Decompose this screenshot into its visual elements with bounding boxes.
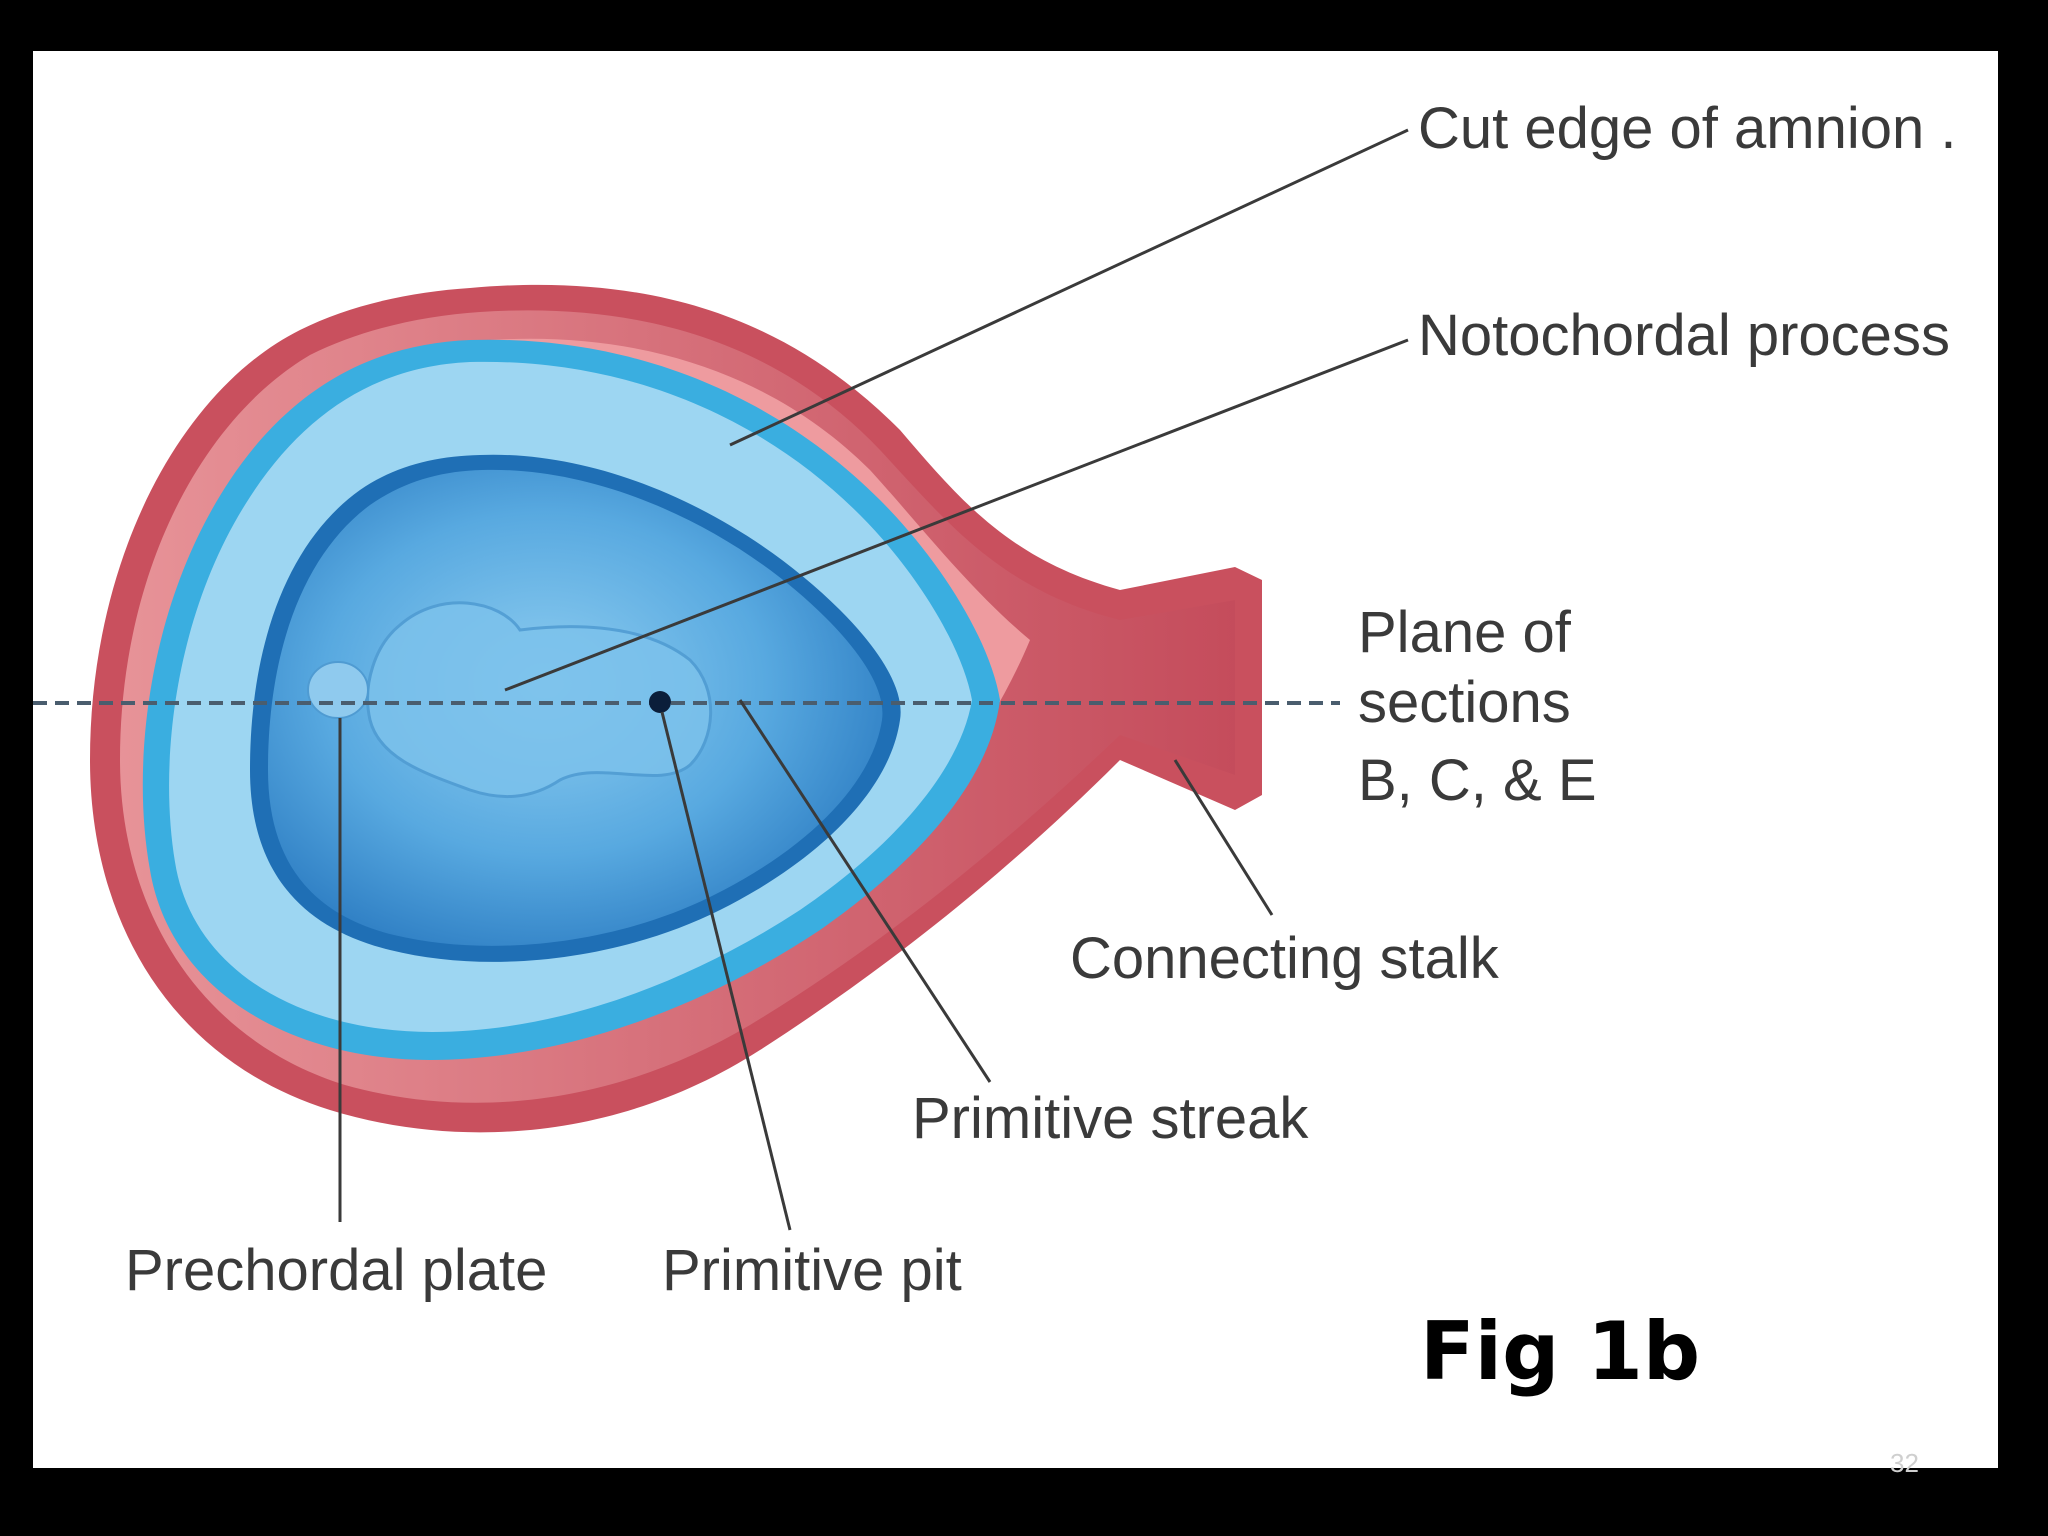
leader-lines [338, 128, 1409, 1231]
label-primitive-streak: Primitive streak [912, 1086, 1309, 1151]
label-plane-line1: Plane of [1358, 600, 1572, 665]
label-plane-line2: sections [1358, 670, 1571, 735]
leader-primitive-pit [660, 711, 792, 1231]
label-prechordal-plate: Prechordal plate [125, 1238, 547, 1303]
leader-cut-edge [729, 128, 1409, 447]
leader-connecting-stalk [1173, 759, 1274, 916]
label-notochordal-process: Notochordal process [1418, 303, 1950, 368]
leader-primitive-streak [738, 699, 992, 1083]
leader-notochordal [504, 338, 1409, 692]
label-connecting-stalk: Connecting stalk [1070, 926, 1500, 991]
notochordal-process-outline [366, 601, 713, 799]
figure-caption: Fig 1b [1420, 1305, 1701, 1398]
label-cut-edge-of-amnion: Cut edge of amnion . [1418, 96, 1956, 161]
label-primitive-pit: Primitive pit [662, 1238, 962, 1303]
prechordal-plate-oval [307, 661, 369, 719]
slide-number: 32 [1890, 1448, 1919, 1478]
primitive-pit-dot [649, 691, 671, 713]
label-plane-line3: B, C, & E [1358, 748, 1597, 813]
